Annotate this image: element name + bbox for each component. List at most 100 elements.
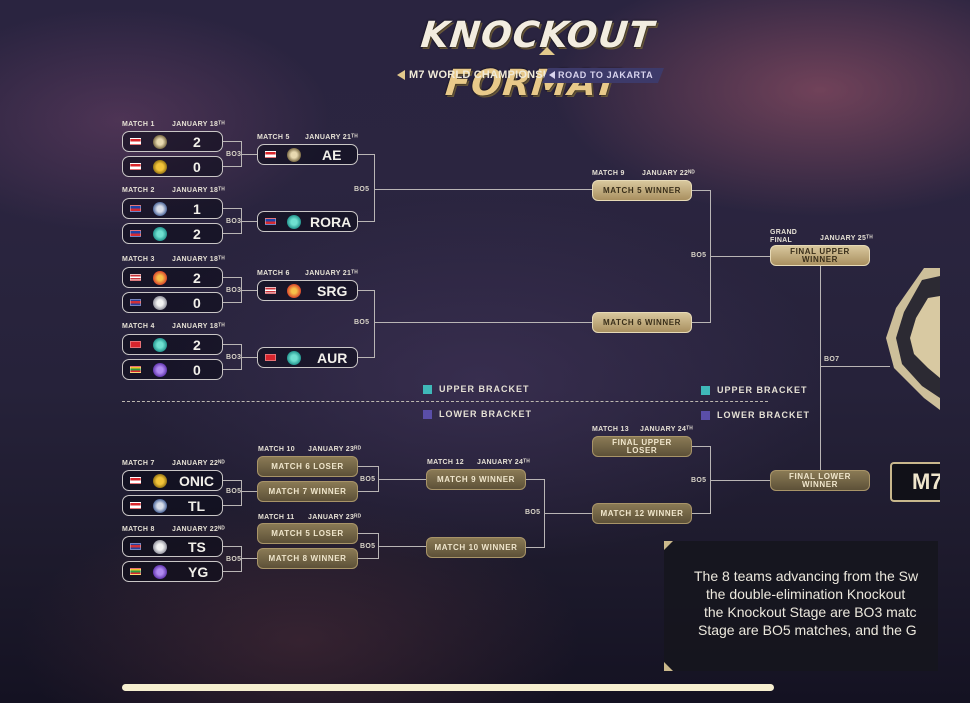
match-6-team-2[interactable]: AUR [257, 347, 358, 368]
match-11-date: JANUARY 23ᴿᴰ [308, 514, 362, 521]
cambodia-flag-icon [130, 543, 141, 550]
lower-bracket-legend-2: LOWER BRACKET [701, 410, 810, 420]
match-6-team-1[interactable]: SRG [257, 280, 358, 301]
team-name: TL [188, 498, 206, 514]
bo5-label: BO5 [354, 186, 370, 193]
aurora-logo-icon [153, 338, 167, 352]
bo5-label: BO5 [226, 556, 242, 563]
bo5-label: BO5 [525, 509, 541, 516]
match-1-label: MATCH 1 [122, 121, 155, 128]
final-upper-loser-slot[interactable]: FINAL UPPER LOSER [592, 436, 692, 457]
match-2-team-2[interactable]: 2 [122, 223, 223, 244]
match-7-winner-slot[interactable]: MATCH 7 WINNER [257, 481, 358, 502]
team-name: AUR [317, 350, 348, 366]
score: 2 [193, 337, 201, 353]
match-6-winner-slot[interactable]: MATCH 6 WINNER [592, 312, 692, 333]
match-10-date: JANUARY 23ᴿᴰ [308, 446, 362, 453]
corner-accent-icon [664, 662, 673, 671]
match-3-date: JANUARY 18ᵀᴴ [172, 256, 225, 263]
turkey-flag-icon [265, 354, 276, 361]
match-9-date: JANUARY 22ᴺᴰ [642, 170, 695, 177]
match-1-team-1[interactable]: 2 [122, 131, 223, 152]
team-name: AE [322, 147, 342, 163]
bo3-label: BO3 [226, 218, 242, 225]
match-3-label: MATCH 3 [122, 256, 155, 263]
upper-bracket-swatch [423, 384, 432, 394]
event-label: M7 WORLD CHAMPIONSHIP [409, 69, 562, 81]
match-4-team-2[interactable]: 0 [122, 359, 223, 380]
match-7-team-2[interactable]: TL [122, 495, 223, 516]
indonesia-flag-icon [130, 502, 141, 509]
info-line: the Knockout Stage are BO3 matc [704, 604, 917, 620]
match-5-team-1[interactable]: AE [257, 144, 358, 165]
bo5-label: BO5 [360, 543, 376, 550]
page-title: KNOCKOUT FORMAT [375, 12, 695, 108]
match-6-loser-slot[interactable]: MATCH 6 LOSER [257, 456, 358, 477]
road-to-jakarta-badge: ROAD TO JAKARTA [542, 68, 664, 83]
match-12-label: MATCH 12 [427, 459, 464, 466]
liquid-logo-icon [153, 202, 167, 216]
match-5-team-2[interactable]: RORA [257, 211, 358, 232]
title-diamond-icon [539, 47, 555, 55]
match-4-team-1[interactable]: 2 [122, 334, 223, 355]
match-12-date: JANUARY 24ᵀᴴ [477, 459, 530, 466]
aurora-logo-icon [153, 227, 167, 241]
match-9-winner-slot[interactable]: MATCH 9 WINNER [426, 469, 526, 490]
philippines-flag-icon [130, 205, 141, 212]
match-4-label: MATCH 4 [122, 323, 155, 330]
match-7-label: MATCH 7 [122, 460, 155, 467]
indonesia-flag-icon [130, 138, 141, 145]
lower-bracket-text: LOWER BRACKET [717, 410, 810, 420]
bo3-label: BO3 [226, 354, 242, 361]
team-name: ONIC [179, 473, 214, 489]
info-line: Stage are BO5 matches, and the G [698, 622, 917, 638]
indonesia-flag-icon [130, 163, 141, 170]
lower-bracket-legend: LOWER BRACKET [423, 409, 532, 419]
match-2-label: MATCH 2 [122, 187, 155, 194]
match-2-team-1[interactable]: 1 [122, 198, 223, 219]
horizontal-scrollbar[interactable] [122, 684, 774, 691]
match-7-team-1[interactable]: ONIC [122, 470, 223, 491]
match-2-date: JANUARY 18ᵀᴴ [172, 187, 225, 194]
score: 2 [193, 226, 201, 242]
bo5-label: BO5 [691, 252, 707, 259]
bo3-label: BO3 [226, 287, 242, 294]
trophy-emblem-icon [884, 268, 940, 410]
upper-bracket-swatch [701, 385, 710, 395]
team-logo-1-icon [153, 135, 167, 149]
score: 0 [193, 159, 201, 175]
srg-logo-icon [287, 284, 301, 298]
aurora-logo-icon [287, 351, 301, 365]
info-description-box: The 8 teams advancing from the Sw the do… [664, 541, 938, 671]
final-upper-winner-slot[interactable]: FINAL UPPER WINNER [770, 245, 870, 266]
match-13-date: JANUARY 24ᵀᴴ [640, 426, 693, 433]
match-12-winner-slot[interactable]: MATCH 12 WINNER [592, 503, 692, 524]
match-8-date: JANUARY 22ᴺᴰ [172, 526, 225, 533]
ts-logo-icon [153, 296, 167, 310]
match-8-team-2[interactable]: YG [122, 561, 223, 582]
team-name: RORA [310, 214, 352, 230]
info-line: the double-elimination Knockout [706, 586, 906, 602]
match-8-team-1[interactable]: TS [122, 536, 223, 557]
match-5-winner-slot[interactable]: MATCH 5 WINNER [592, 180, 692, 201]
grand-final-label: GRAND FINAL [770, 229, 798, 244]
m7-logo-tag: M7 [890, 462, 940, 502]
match-1-team-2[interactable]: 0 [122, 156, 223, 177]
match-3-team-1[interactable]: 2 [122, 267, 223, 288]
match-5-loser-slot[interactable]: MATCH 5 LOSER [257, 523, 358, 544]
upper-bracket-text: UPPER BRACKET [717, 385, 808, 395]
score: 0 [193, 295, 201, 311]
lower-bracket-text: LOWER BRACKET [439, 409, 532, 419]
turkey-flag-icon [130, 341, 141, 348]
final-lower-winner-slot[interactable]: FINAL LOWER WINNER [770, 470, 870, 491]
match-7-date: JANUARY 22ᴺᴰ [172, 460, 225, 467]
team-name: SRG [317, 283, 348, 299]
match-8-winner-slot[interactable]: MATCH 8 WINNER [257, 548, 358, 569]
match-10-winner-slot[interactable]: MATCH 10 WINNER [426, 537, 526, 558]
match-3-team-2[interactable]: 0 [122, 292, 223, 313]
cambodia-flag-icon [130, 299, 141, 306]
grand-final-date: JANUARY 25ᵀᴴ [820, 235, 873, 242]
title-knockout: KNOCKOUT [418, 15, 657, 56]
match-6-date: JANUARY 21ᵀᴴ [305, 270, 358, 277]
yg-logo-icon [153, 565, 167, 579]
